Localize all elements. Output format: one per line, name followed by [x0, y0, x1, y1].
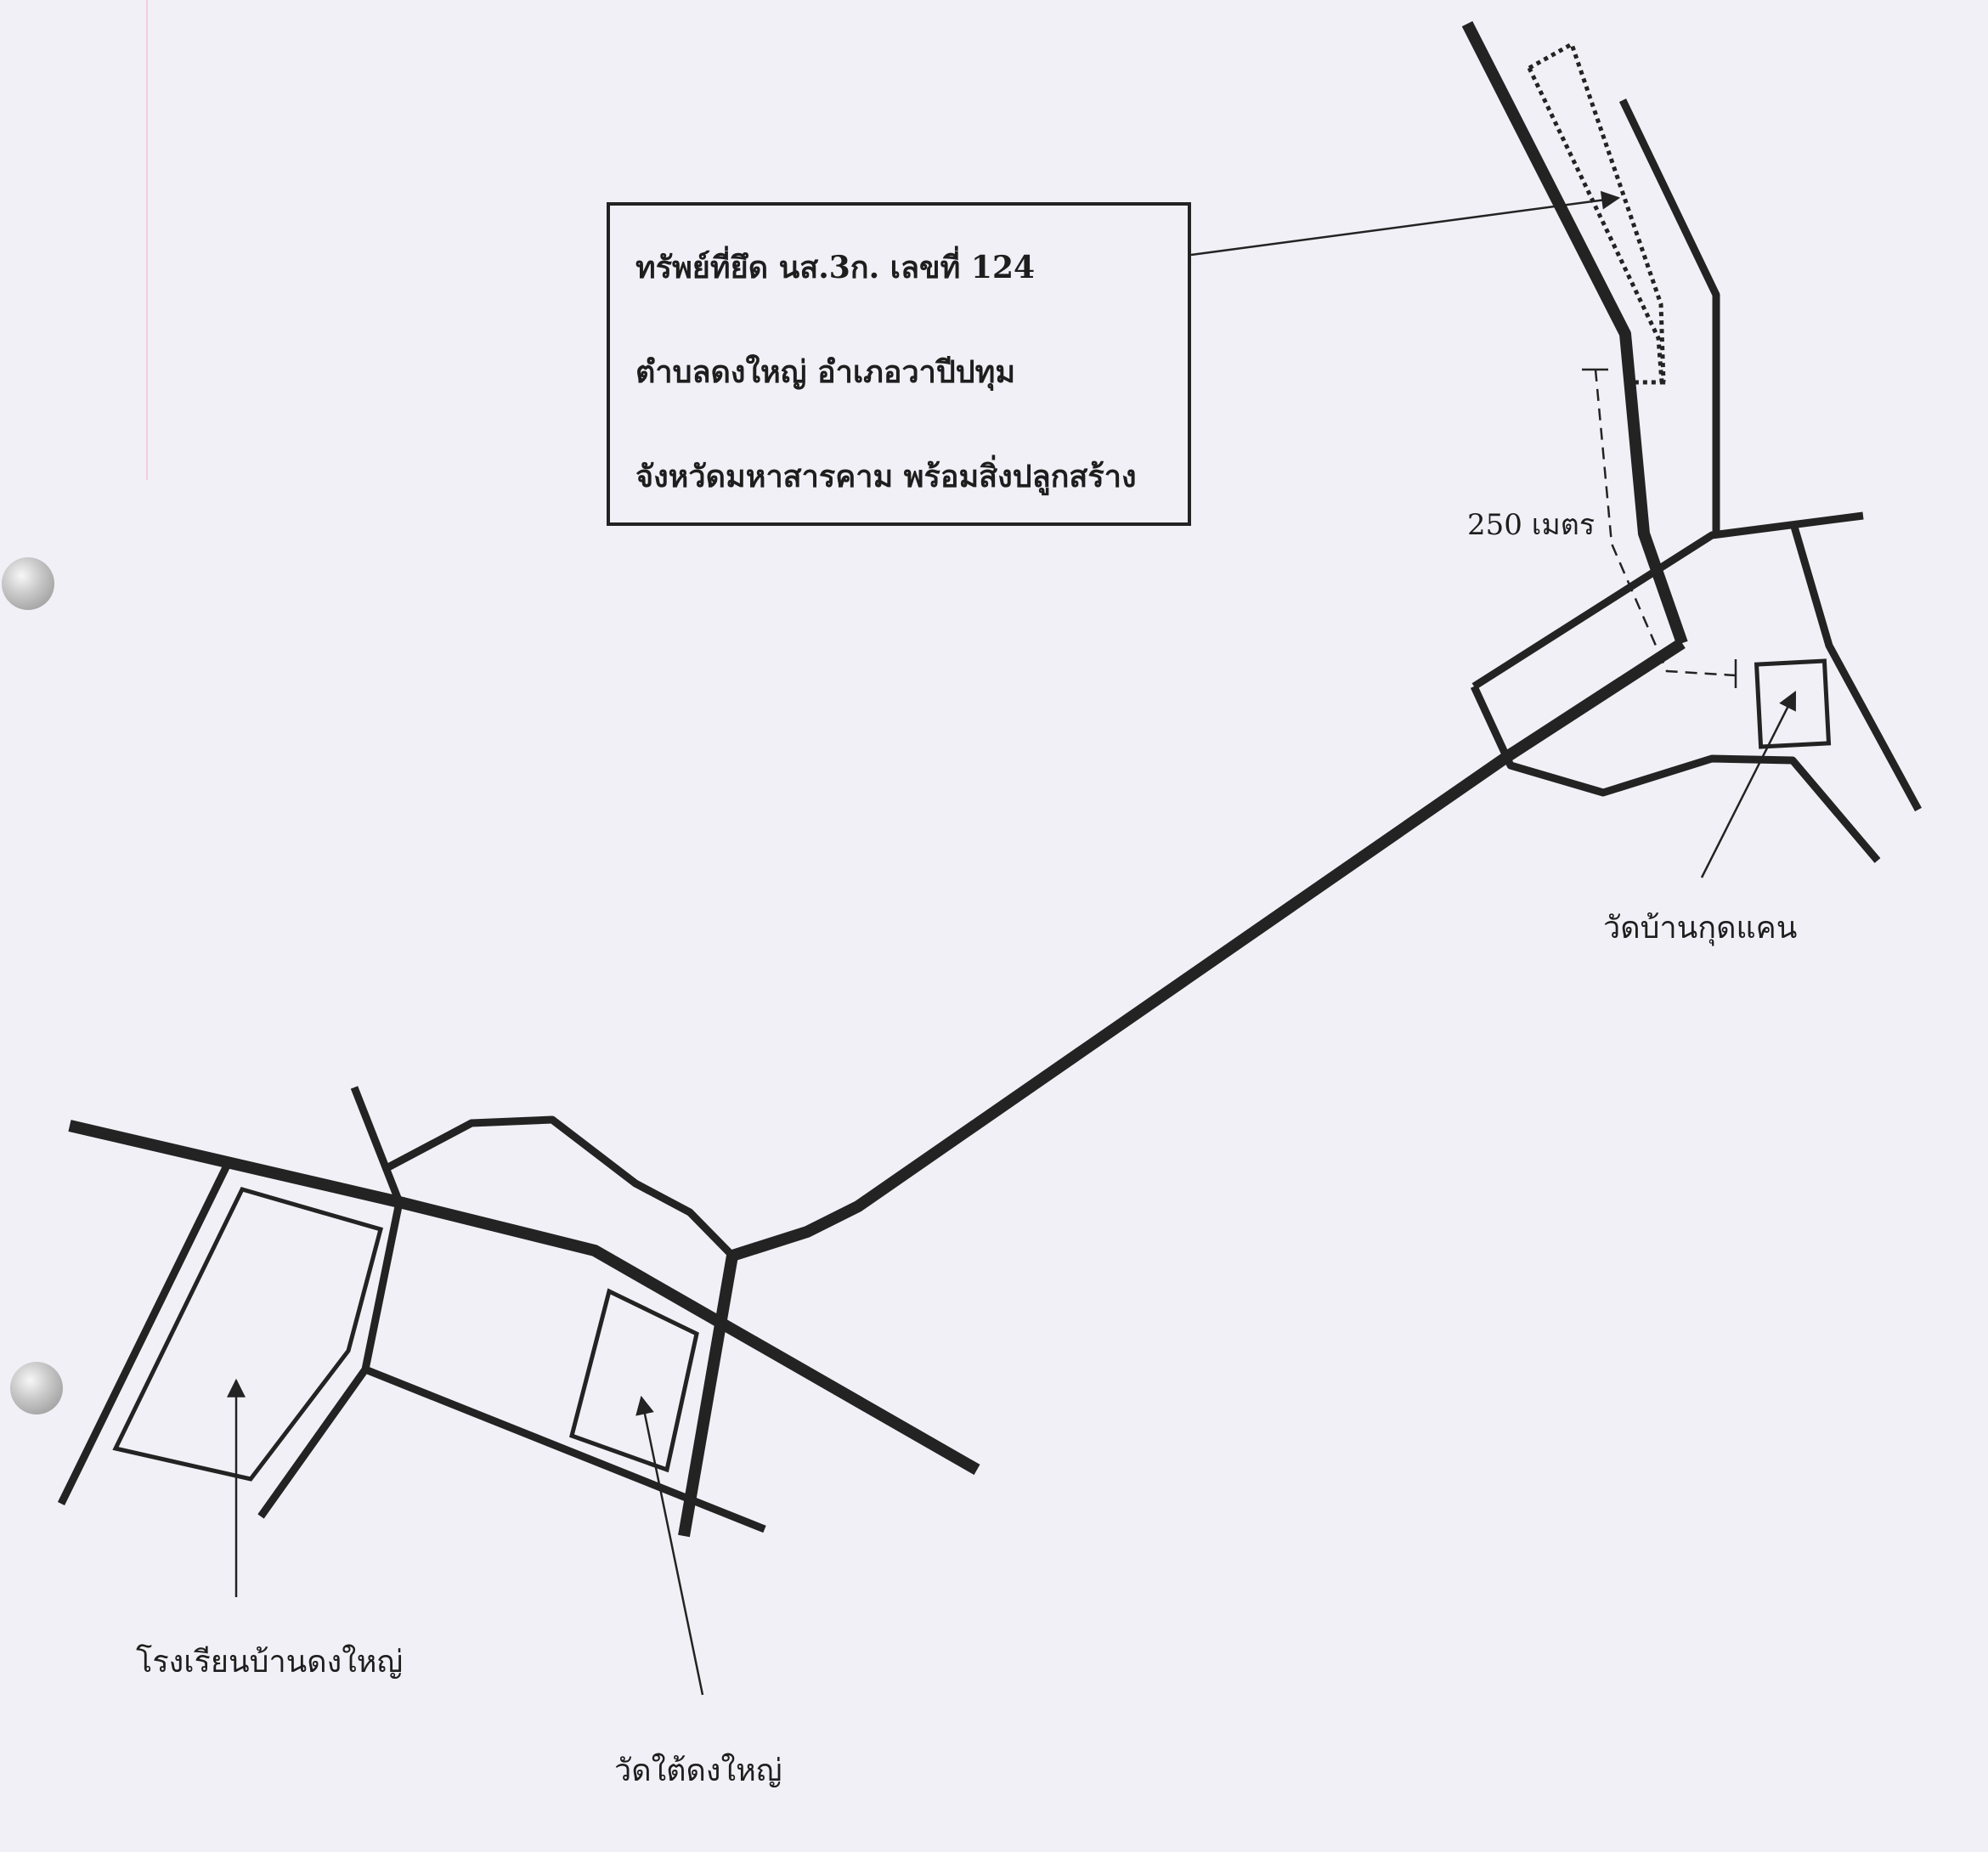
seized-property-info-box: ทรัพย์ที่ยึด นส.3ก. เลขที่ 124 ตำบลดงใหญ…	[607, 202, 1191, 526]
road-north-loop	[384, 1115, 736, 1259]
school-ban-dongyai-label: โรงเรียนบ้านดงใหญ่	[136, 1645, 404, 1680]
main-road-north	[1461, 20, 1688, 646]
distance-label: 250 เมตร	[1467, 508, 1595, 542]
wat-kudkhaen-pointer	[1700, 691, 1797, 878]
punch-hole-top	[2, 557, 54, 610]
school-ban-dongyai-plot	[112, 1187, 384, 1482]
punch-hole-bottom	[10, 1362, 63, 1414]
main-connecting-road	[730, 638, 1686, 1262]
main-road-south	[678, 1254, 738, 1538]
village-road-ring	[1471, 511, 1864, 690]
info-line-deed: ทรัพย์ที่ยึด นส.3ก. เลขที่ 124	[635, 250, 1036, 285]
road-south-diagonal	[364, 1365, 766, 1533]
side-road-north	[1618, 99, 1720, 538]
southwest-roads	[57, 1086, 980, 1538]
seized-parcel-outline-side	[1527, 66, 1664, 383]
road-school-inner	[257, 1086, 404, 1519]
village-road-south	[1470, 685, 1881, 863]
northeast-roads	[1461, 20, 1922, 863]
info-box-pointer	[1190, 190, 1621, 257]
info-line-location: ตำบลดงใหญ่ อำเภอวาปีปทุม	[635, 354, 1016, 390]
info-line-province: จังหวัดมหาสารคาม พร้อมสิ่งปลูกสร้าง	[635, 459, 1137, 494]
wat-ban-kudkhaen-plot	[1754, 658, 1832, 749]
village-road-east	[1790, 525, 1922, 812]
wat-ban-kudkhaen-label: วัดบ้านกุดแคน	[1603, 911, 1798, 946]
wat-tai-dongyai-label: วัดใต้ดงใหญ่	[614, 1753, 782, 1788]
wat-tai-pointer	[635, 1395, 704, 1696]
distance-measure	[1582, 368, 1737, 688]
road-west-fork	[57, 1162, 232, 1505]
main-road-west	[68, 1120, 980, 1476]
wat-tai-dongyai-plot	[569, 1288, 699, 1473]
seized-parcel-outline	[1528, 41, 1667, 387]
margin-line	[146, 0, 148, 480]
